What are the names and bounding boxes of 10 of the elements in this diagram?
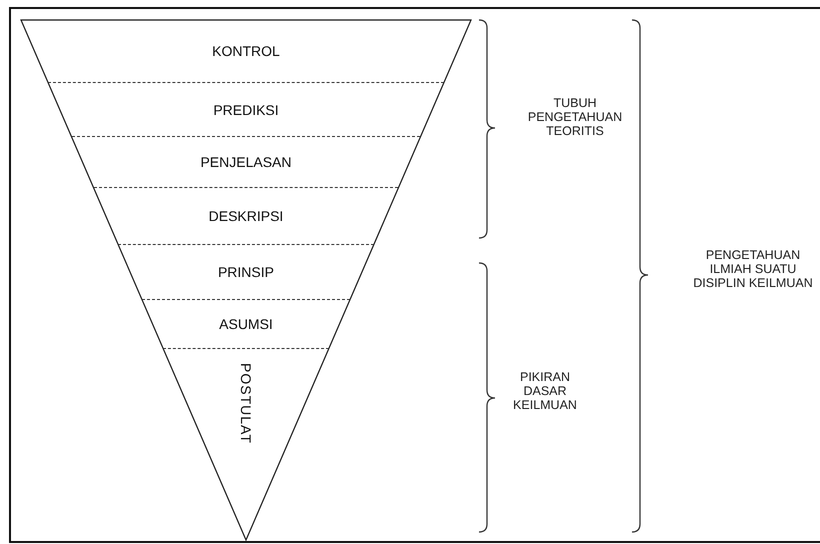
layer-label: POSTULAT bbox=[238, 363, 254, 444]
layer-label: DESKRIPSI bbox=[208, 208, 284, 224]
layer-label: KONTROL bbox=[212, 43, 280, 59]
layer-label: PRINSIP bbox=[218, 264, 274, 280]
layer-label: PREDIKSI bbox=[213, 102, 279, 118]
bracket-label: PIKIRAN DASAR KEILMUAN bbox=[512, 370, 578, 412]
bracket-label: TUBUH PENGETAHUAN TEORITIS bbox=[526, 96, 624, 138]
layer-label: ASUMSI bbox=[219, 316, 273, 332]
layer-label: PENJELASAN bbox=[200, 154, 292, 170]
bracket-label: PENGETAHUAN ILMIAH SUATU DISIPLIN KEILMUAN bbox=[692, 248, 814, 290]
